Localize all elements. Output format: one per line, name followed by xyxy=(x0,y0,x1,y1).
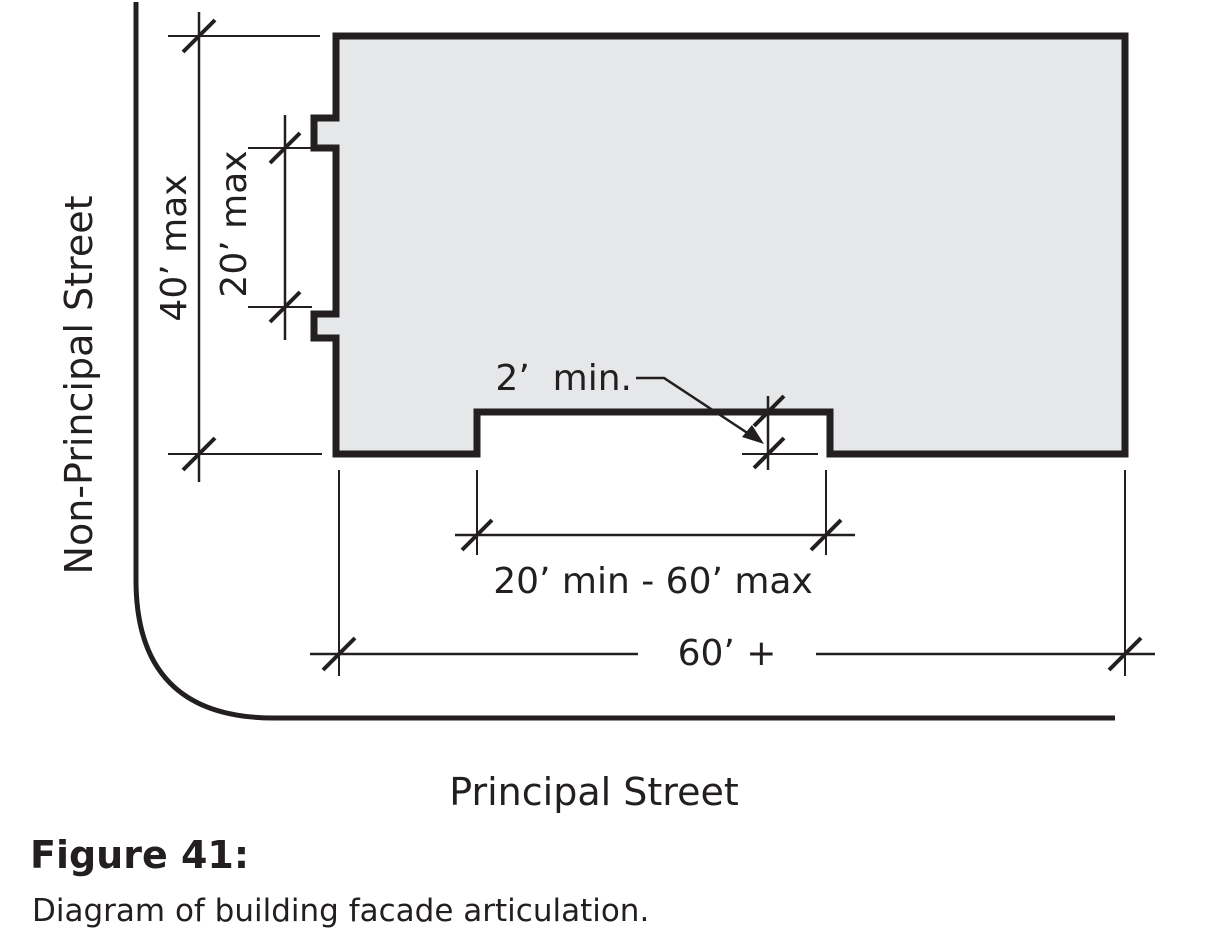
figure-title: Figure 41: xyxy=(30,833,250,877)
street-curb-line xyxy=(133,2,1115,721)
dimension-label-2ft-min: 2’ min. xyxy=(495,358,632,399)
building-footprint xyxy=(310,32,1129,458)
dimension-40ft-max xyxy=(168,12,322,482)
dimension-60ft-plus xyxy=(310,470,1155,676)
dimension-label-20ft-max: 20’ max xyxy=(214,150,255,297)
leader-arrow-2ft-min xyxy=(636,376,764,444)
dimension-20ft-max xyxy=(248,115,312,340)
principal-street-label: Principal Street xyxy=(449,770,738,814)
figure-caption: Diagram of building facade articulation. xyxy=(32,893,650,929)
dimension-label-20ft-min-60ft-max: 20’ min - 60’ max xyxy=(493,561,813,602)
non-principal-street-label: Non-Principal Street xyxy=(57,196,101,575)
dimension-label-40ft-max: 40’ max xyxy=(154,174,195,321)
dimension-20ft-min-60ft-max xyxy=(455,470,855,555)
dimension-label-60ft-plus: 60’ + xyxy=(678,633,777,674)
dimension-2ft-min xyxy=(742,394,818,470)
